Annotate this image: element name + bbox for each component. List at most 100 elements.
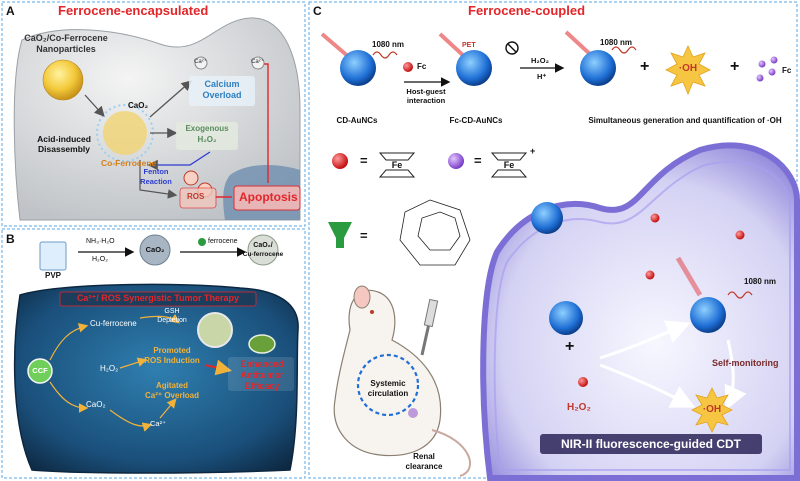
mouse-eye xyxy=(370,310,374,314)
arrow-h2o2-promoted xyxy=(119,357,148,369)
mitochondria xyxy=(248,334,276,354)
h-plus-label: H⁺ xyxy=(537,72,547,81)
fc-plus-dots xyxy=(758,60,766,68)
cd-aunc-cluster xyxy=(340,50,376,86)
gsh-line2: Depletion xyxy=(157,317,187,324)
ferrocene-structure-2 xyxy=(490,152,528,161)
arrow-ccf-cu xyxy=(49,323,89,361)
disassembly-line2: Disassembly xyxy=(38,144,90,154)
ferrocene-structure-2b xyxy=(490,169,528,178)
arrow-to-ros xyxy=(139,160,178,199)
fc-cd-aunc-cluster xyxy=(456,50,492,86)
blocked-signal-slash xyxy=(507,43,517,53)
panel-c xyxy=(308,1,800,481)
reagent-line1: NH₃·H₂O xyxy=(86,238,115,245)
cao2-label-b: CaO₂ xyxy=(145,245,165,254)
arrow-cell-white-2 xyxy=(599,363,696,408)
cell-membrane xyxy=(480,142,800,481)
fc-plus-dots-4 xyxy=(770,56,778,64)
cu-ferrocene-b: Cu-ferrocene xyxy=(90,319,137,328)
disassembly-core xyxy=(103,111,147,155)
equals-2: = xyxy=(474,153,482,168)
promoted-line1: Promoted xyxy=(153,346,191,355)
fe-plus: + xyxy=(530,146,536,156)
fc-cd-aunc-label: Fc-CD-AuNCs xyxy=(449,116,503,125)
renal-line2: clearance xyxy=(405,462,443,471)
mouse-ear xyxy=(353,285,371,309)
ion-bubble-1 xyxy=(194,56,208,70)
ion-bubble-2 xyxy=(251,56,265,70)
systemic-line1: Systemic xyxy=(370,379,406,388)
gsh-line1: GSH xyxy=(164,308,180,315)
equals-3: = xyxy=(360,228,368,243)
oh-label-top: ·OH xyxy=(678,63,698,74)
agitated-line1: Agitated xyxy=(156,381,188,390)
nanoparticles-label-line2: Nanoparticles xyxy=(36,44,96,54)
arrow-fenton xyxy=(147,151,211,171)
laser-beam-3 xyxy=(564,30,594,58)
emission-wave-1 xyxy=(372,51,398,59)
ros-label-a: ROS xyxy=(187,192,205,201)
enhanced-line1: Enhanced xyxy=(240,359,284,369)
therapy-banner xyxy=(59,291,257,307)
panel-b-letter: B xyxy=(6,232,15,246)
arrow-cu-gsh xyxy=(139,313,180,324)
host-guest-line2: interaction xyxy=(406,96,446,105)
enhanced-box xyxy=(228,357,294,391)
systemic-line2: circulation xyxy=(367,389,409,398)
ion-label-2: Ca²⁺ xyxy=(251,59,264,65)
panel-a-letter: A xyxy=(6,4,15,18)
self-monitoring-label: Self-monitoring xyxy=(712,358,779,368)
pvp-label: PVP xyxy=(44,271,62,280)
plus-sign-3: + xyxy=(565,338,575,355)
cd-aunc-label: CD-AuNCs xyxy=(336,116,378,125)
h2o2-molecule-4 xyxy=(578,377,588,387)
arrow-ca-agitated xyxy=(159,398,177,419)
pet-label: PET xyxy=(462,42,476,49)
host-guest-line1: Host-guest xyxy=(406,87,446,96)
arrow-to-enhanced xyxy=(204,359,232,376)
plus-sign-1: + xyxy=(640,58,650,75)
ccf-label: CCF xyxy=(32,366,48,375)
ferrocene-structure-1 xyxy=(378,152,416,161)
cao2-b-2: CaO₂ xyxy=(86,400,106,409)
oh-burst-cell xyxy=(691,387,733,433)
fc-red-ball xyxy=(403,62,413,72)
therapy-title: Ca²⁺/ ROS Synergistic Tumor Therapy xyxy=(76,293,240,303)
h2o2-arrow-label: H₂O₂ xyxy=(531,56,549,65)
exogenous-box xyxy=(176,122,238,150)
panel-c-letter: C xyxy=(313,4,322,18)
cluster-inside-1 xyxy=(549,301,583,335)
fc-label: Fc xyxy=(417,62,427,71)
ferrocene-structure-1b xyxy=(378,169,416,178)
apoptosis-box xyxy=(233,185,301,211)
fc-plus-dots-2 xyxy=(768,68,776,76)
product-line2: Cu-ferrocene xyxy=(242,251,284,258)
legend-fc-red xyxy=(332,153,348,169)
blocked-signal-icon xyxy=(505,41,519,55)
fenton-line2: Reaction xyxy=(140,177,172,186)
ferrocene-icon xyxy=(198,238,206,246)
fe-label-1: Fe xyxy=(391,160,403,170)
oh-label-cell: ·OH xyxy=(702,404,722,415)
product-line1: CaO₂/ xyxy=(253,242,273,249)
h2o2-molecule-1 xyxy=(650,213,660,223)
restored-cluster xyxy=(580,50,616,86)
syringe-barrel xyxy=(423,298,439,328)
h2o2-b: H₂O₂ xyxy=(100,364,119,373)
laser-beam-cell xyxy=(675,256,703,297)
arrow-disassembly xyxy=(84,94,105,117)
panel-a-title: Ferrocene-encapsulated xyxy=(58,3,209,18)
plus-sign-2: + xyxy=(730,58,740,75)
nir-banner xyxy=(540,434,762,454)
nanoparticle-sphere xyxy=(42,59,84,101)
nm-label-2: 1080 nm xyxy=(600,38,633,47)
membrane-inner xyxy=(493,160,791,471)
ros-box xyxy=(179,187,217,209)
cao2-cu-ferrocene-sphere xyxy=(247,234,279,266)
ros-bubble-1 xyxy=(183,170,199,186)
organelle-cell xyxy=(197,312,233,348)
panel-a xyxy=(1,1,306,227)
cluster-outside xyxy=(531,202,563,234)
enhanced-line2: Antitumor xyxy=(240,370,284,380)
